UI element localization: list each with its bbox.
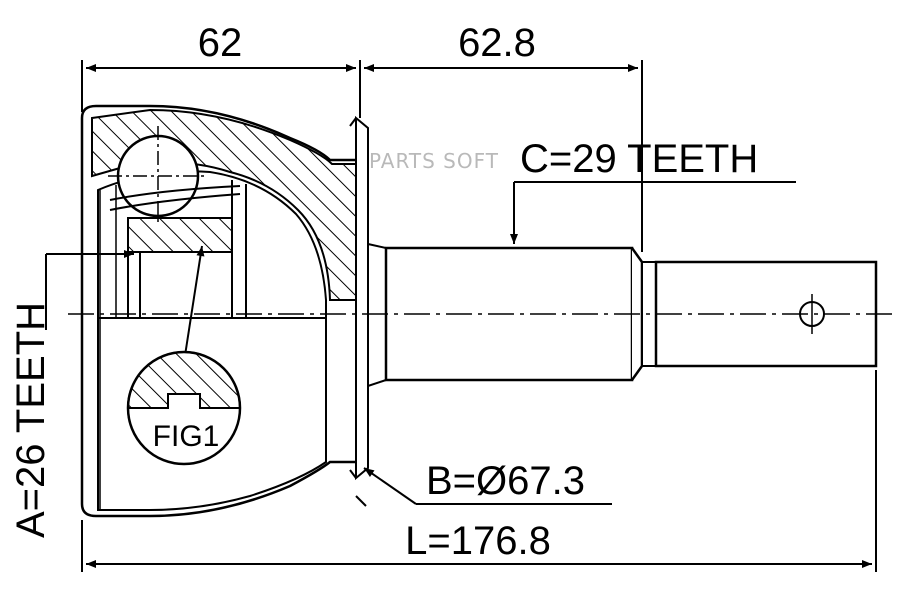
fig1-label: FIG1 [153,420,220,453]
dimension-housing-length: 62 [81,21,361,118]
shaft-length-label: 62.8 [458,21,536,65]
overall-length-label: L=176.8 [405,519,551,563]
outer-splines-label: C=29 TEETH [520,137,758,181]
dimension-shaft-length: 62.8 [364,21,643,252]
inner-splines-label: A=26 TEETH [9,302,53,538]
joint-housing [45,104,362,518]
stub-shaft [367,242,878,388]
housing-length-label: 62 [198,21,243,65]
dimension-outer-splines: C=29 TEETH [510,137,796,244]
detail-fig1: FIG1 [126,245,242,466]
dimension-overall-length: L=176.8 [81,370,877,572]
watermark: PARTS SOFT [369,149,499,173]
outer-diameter-label: B=Ø67.3 [426,459,585,503]
dimension-outer-diameter: B=Ø67.3 [363,459,612,505]
